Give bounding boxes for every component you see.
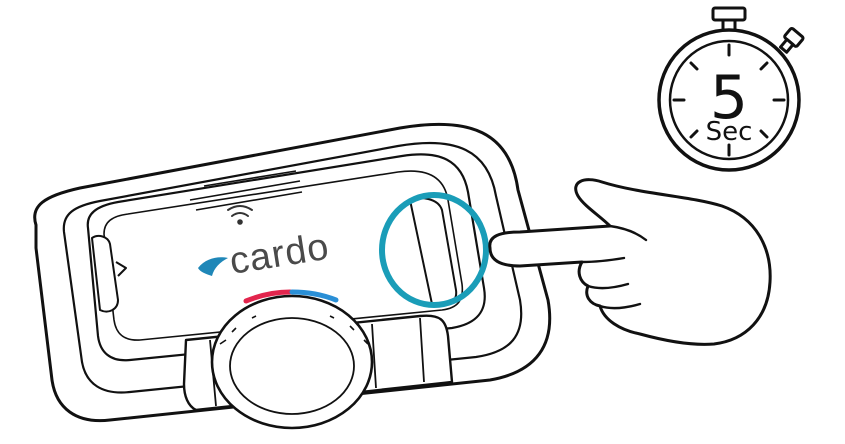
device-led-indicator	[243, 289, 339, 304]
stopwatch-face	[668, 39, 790, 161]
led-blue-arc	[289, 289, 339, 303]
timer-value: 5	[710, 63, 748, 133]
device-sensor-icon	[227, 205, 253, 225]
device-main-dial-inner	[229, 317, 355, 415]
button-highlight-ring	[379, 192, 489, 308]
device-left-button	[91, 235, 119, 313]
device-top-ridge	[189, 170, 303, 211]
timer-unit: Sec	[706, 117, 753, 147]
device-left-button-chevron	[115, 261, 127, 277]
device-dial-grip	[219, 315, 369, 345]
cardo-device	[33, 122, 552, 430]
cardo-logo-mark	[198, 257, 228, 276]
hand-finger-lines	[580, 224, 648, 310]
pointing-hand-icon	[488, 178, 772, 346]
stopwatch-ticks	[672, 43, 786, 157]
stopwatch-icon	[657, 6, 805, 172]
led-red-arc	[243, 289, 293, 304]
device-front-panel	[86, 153, 486, 362]
stopwatch-crown	[711, 6, 747, 22]
stopwatch-side-button	[779, 26, 805, 54]
device-panel-inner-line	[103, 170, 464, 341]
